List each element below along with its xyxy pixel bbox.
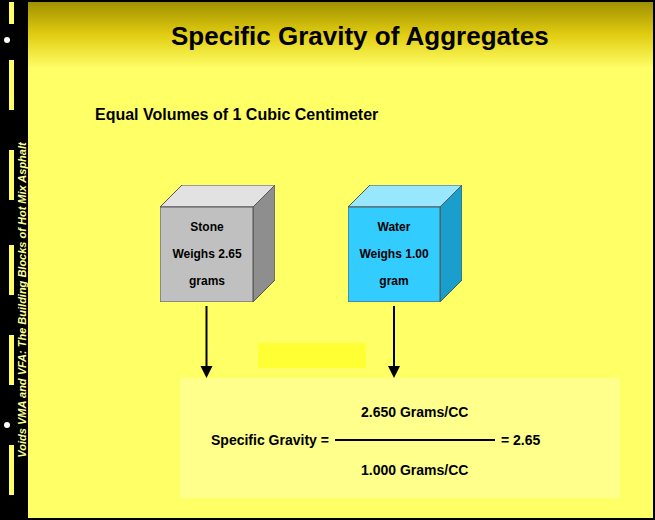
highlight-patch — [258, 343, 366, 368]
arrow-head — [388, 366, 400, 378]
fraction-line — [335, 439, 495, 441]
cube-box: Stone Weighs 2.65 grams — [160, 185, 275, 302]
strip-dot — [4, 422, 10, 428]
cube-box: Water Weighs 1.00 gram — [348, 185, 462, 302]
formula-lhs: Specific Gravity = — [211, 432, 329, 448]
formula-result: = 2.65 — [501, 432, 540, 448]
arrow-connector — [388, 306, 400, 378]
cube-side — [440, 185, 462, 302]
arrow-shaft — [393, 306, 395, 366]
denominator: 1.000 Grams/CC — [361, 462, 468, 478]
strip-text: Voids VMA and VFA: The Building Blocks o… — [16, 142, 28, 457]
arrow-shaft — [206, 306, 208, 366]
title-band — [28, 0, 655, 68]
arrow-head — [201, 366, 213, 378]
side-strip — [0, 0, 28, 520]
formula-band: Specific Gravity = 2.650 Grams/CC 1.000 Gr… — [180, 378, 620, 498]
arrow-connector — [201, 306, 213, 378]
cube-label: Stone Weighs 2.65 grams — [170, 214, 244, 295]
cube-label: Water Weighs 1.00 gram — [357, 214, 431, 295]
cube-front — [160, 207, 253, 302]
numerator: 2.650 Grams/CC — [361, 404, 468, 420]
cube-front — [348, 207, 440, 302]
slide-title: Specific Gravity of Aggregates — [171, 21, 549, 52]
subtitle: Equal Volumes of 1 Cubic Centimeter — [95, 106, 378, 124]
strip-dashes — [9, 0, 14, 495]
cube-side — [253, 185, 275, 302]
strip-dot — [4, 37, 10, 43]
